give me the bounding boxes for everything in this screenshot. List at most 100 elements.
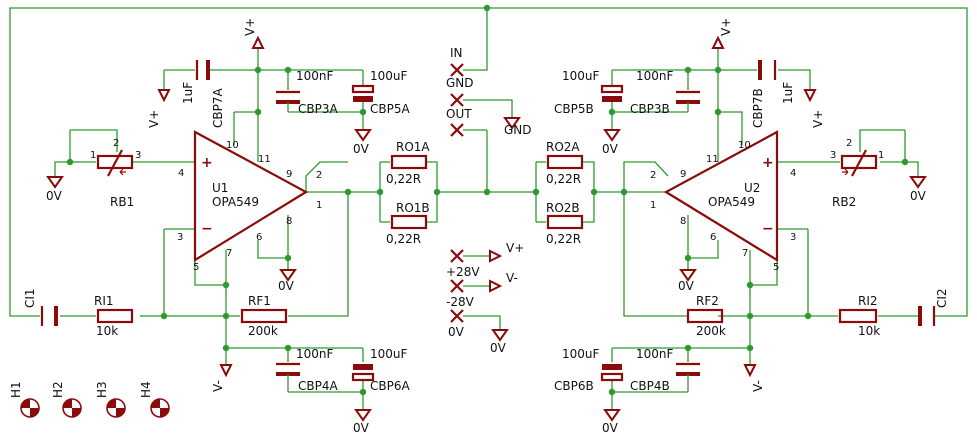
junction <box>66 158 74 166</box>
h2-label: H2 <box>51 381 65 398</box>
u2-pin-5: 5 <box>773 262 779 273</box>
ci1-name: CI1 <box>23 288 37 308</box>
cbp6a-name: CBP6A <box>370 379 410 393</box>
u1-pin-6: 6 <box>256 232 262 243</box>
ri2-name: RI2 <box>858 294 878 308</box>
junction <box>532 188 540 196</box>
u1-pin-1: 1 <box>316 200 322 211</box>
ro1b-name: RO1B <box>396 201 430 215</box>
opamp-u1-triangle <box>193 130 309 262</box>
vminus-label-u1: V- <box>211 380 225 392</box>
junction <box>746 344 754 352</box>
junction <box>433 188 441 196</box>
junction <box>684 254 692 262</box>
u2-pin-8: 8 <box>680 216 686 227</box>
capacitor-cbp7b: 1uF CBP7B <box>751 60 795 128</box>
junction <box>684 344 692 352</box>
vplus-symbol-cbp7b: V+ <box>803 89 825 128</box>
u2-pin-4: 4 <box>790 168 796 179</box>
ground-rb1: 0V <box>46 176 64 203</box>
vplus-label-cbp7a: V+ <box>147 110 161 128</box>
junctions <box>66 4 909 396</box>
cbp7b-name: CBP7B <box>751 88 765 128</box>
cbp7a-name: CBP7A <box>211 88 225 128</box>
junction <box>620 188 628 196</box>
connector-0v: 0V <box>448 309 465 339</box>
junction <box>222 281 230 289</box>
opamp-u1: + − U1 OPA549 10 11 9 2 4 1 3 8 5 7 6 <box>177 130 322 273</box>
resistor-ro1a <box>390 154 428 170</box>
potentiometer-rb2: 3 2 1 RB2 <box>830 138 884 209</box>
resistor-ro2b <box>546 214 584 230</box>
ro1b-value: 0,22R <box>386 232 421 246</box>
u2-pin-1: 1 <box>650 200 656 211</box>
ground-cbp6a: 0V <box>353 409 372 435</box>
vplus-label-u2: V+ <box>719 18 733 36</box>
junction <box>901 158 909 166</box>
ro2b-value: 0,22R <box>546 232 581 246</box>
vminus-symbol-u1: V- <box>211 364 233 392</box>
cbp3b-name: CBP3B <box>630 102 670 116</box>
connector-minus28: -28V <box>446 279 475 309</box>
junction <box>483 188 491 196</box>
vplus-label-center: V+ <box>506 241 524 255</box>
ground-u1: 0V <box>278 269 297 293</box>
resistors: RO1A 0,22R RO1B 0,22R RO2A 0,22R RO2B 0,… <box>94 140 880 338</box>
u2-pin-10: 10 <box>738 140 751 151</box>
capacitor-ci1: CI1 <box>23 288 58 326</box>
resistor-rf1 <box>240 308 288 324</box>
vplus-symbol-u1: V+ <box>243 18 265 49</box>
h1-label: H1 <box>9 381 23 398</box>
connector-plus28-label: +28V <box>446 265 480 279</box>
cbp5a-value: 100uF <box>370 69 408 83</box>
junction <box>160 312 168 320</box>
capacitor-cbp3a: 100nF CBP3A <box>276 69 338 116</box>
u1-pin-8: 8 <box>286 216 292 227</box>
rb2-name: RB2 <box>832 195 856 209</box>
wire-top-loop <box>463 8 488 71</box>
u1-pin-3: 3 <box>177 232 183 243</box>
ro2a-value: 0,22R <box>546 172 581 186</box>
u2-pin-3: 3 <box>790 232 796 243</box>
resistor-ri1 <box>96 308 134 324</box>
vminus-symbol-center: V- <box>489 271 518 293</box>
junction <box>284 254 292 262</box>
h3-label: H3 <box>95 381 109 398</box>
junction <box>376 188 384 196</box>
rb1-name: RB1 <box>110 195 134 209</box>
mounting-hole-h4: H4 <box>139 381 170 418</box>
ground-connector-gnd-label: GND <box>504 123 532 137</box>
vplus-symbol-cbp7a: V+ <box>147 89 171 128</box>
junction <box>344 188 352 196</box>
opamp-u2: + − U2 OPA549 11 10 9 2 4 1 3 8 5 7 6 <box>650 130 796 273</box>
junction <box>746 312 754 320</box>
capacitor-cbp6a: 100uF CBP6A <box>351 347 410 393</box>
rb1-pin-2: 2 <box>113 138 119 149</box>
ground-connector-gnd: GND <box>503 117 532 137</box>
capacitor-cbp3b: 100nF CBP3B <box>630 69 700 116</box>
vplus-label-cbp7b: V+ <box>811 110 825 128</box>
u2-pin-11: 11 <box>706 154 719 165</box>
ri2-value: 10k <box>858 324 880 338</box>
connector-out: OUT <box>446 107 472 137</box>
junction <box>746 281 754 289</box>
supply-symbols: V+ V+ V+ V+ V- V- V+ V- <box>46 18 927 435</box>
opamp-u1-plus-sign: + <box>201 155 213 171</box>
ground-cbp5b-label: 0V <box>602 142 619 156</box>
connector-in: IN <box>450 46 464 77</box>
ground-connector-0v-label: 0V <box>490 341 507 355</box>
rf2-value: 200k <box>696 324 726 338</box>
ground-u2-label: 0V <box>678 279 695 293</box>
capacitor-cbp5a: 100uF CBP5A <box>351 69 410 116</box>
mounting-hole-h3: H3 <box>95 381 126 418</box>
junction <box>284 344 292 352</box>
ground-cbp6a-label: 0V <box>353 421 370 435</box>
opamp-u2-plus-sign: + <box>762 155 774 171</box>
cbp5b-name: CBP5B <box>554 102 594 116</box>
u2-pin-7: 7 <box>742 248 748 259</box>
rb1-pin-1: 1 <box>90 150 96 161</box>
capacitor-cbp5b: 100uF CBP5B <box>554 69 624 116</box>
rb2-pin-2: 2 <box>846 138 852 149</box>
cbp6b-value: 100uF <box>562 347 600 361</box>
ground-cbp5a-label: 0V <box>353 142 370 156</box>
